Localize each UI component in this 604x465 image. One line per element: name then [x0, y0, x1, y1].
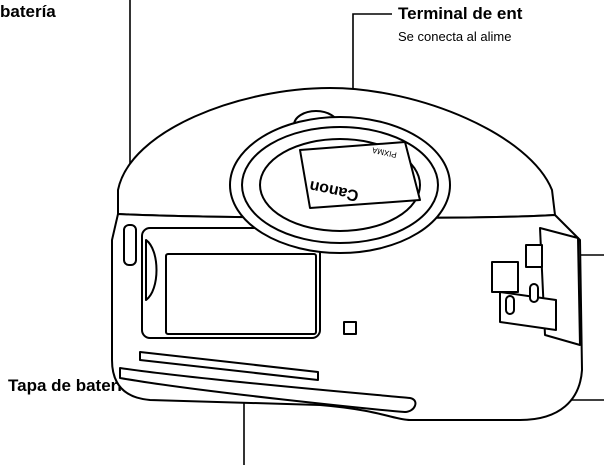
side-switch [123, 224, 137, 266]
label-terminal-title: Terminal de ent [398, 4, 523, 23]
port-card [491, 261, 519, 293]
printer-body [111, 87, 583, 421]
label-bateria-fragment: batería [0, 2, 56, 21]
paper-slot [139, 351, 319, 381]
label-battery-cover: Tapa de batería [8, 376, 132, 395]
port-usb [525, 244, 543, 268]
label-terminal-subtitle: Se conecta al alime [398, 29, 512, 44]
dc-terminal [343, 321, 357, 335]
